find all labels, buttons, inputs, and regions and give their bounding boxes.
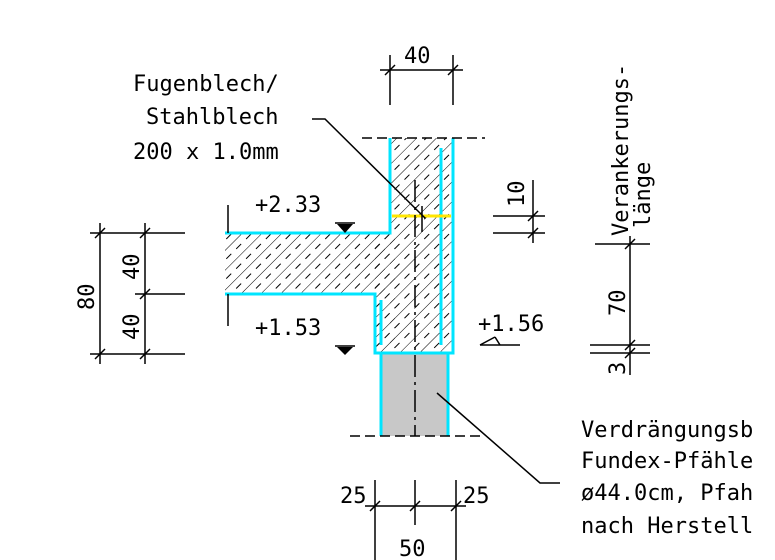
dim-bottom-50-label: 50: [399, 537, 426, 560]
anchorage-label-2: länge: [631, 162, 656, 228]
pile-label-1: Verdrängungsb: [581, 418, 753, 443]
dim-left-25-label: 25: [340, 484, 367, 509]
dim-bottom: [365, 480, 466, 560]
joint-label-1: Fugenblech/: [133, 72, 279, 97]
dim-joint: [493, 180, 545, 243]
dim-left: [90, 223, 185, 364]
anchorage-label-1: Verankerungs-: [609, 64, 634, 236]
joint-label-2: Stahlblech: [146, 105, 278, 130]
elev-pile-label: +1.56: [478, 312, 544, 337]
pile-leader-line: [436, 392, 560, 484]
pile-label-3: ø44.0cm, Pfah: [581, 481, 753, 506]
dim-upper-label: 40: [120, 254, 145, 281]
elev-top-label: +2.33: [255, 193, 321, 218]
dim-anchor-70-label: 70: [606, 290, 631, 317]
elevation-markers: [335, 222, 520, 347]
joint-label-3: 200 x 1.0mm: [133, 140, 279, 165]
elev-top-triangle: [337, 224, 353, 233]
elev-bottom-triangle: [337, 347, 353, 355]
dim-top-width-label: 40: [404, 44, 431, 69]
joint-leader-line: [312, 118, 426, 219]
section-outline: [225, 138, 455, 436]
dim-lower-label: 40: [120, 314, 145, 341]
pile-label-4: nach Herstell: [581, 514, 753, 539]
pile-label-2: Fundex-Pfähle: [581, 449, 753, 474]
dim-anchorage: [590, 236, 650, 375]
concrete-slab: [225, 233, 385, 294]
dim-total-height-label: 80: [75, 284, 100, 311]
construction-lines: [227, 137, 485, 437]
dim-right-25-label: 25: [463, 484, 490, 509]
dim-joint-label: 10: [505, 181, 530, 208]
dim-anchor-3-label: 3: [606, 362, 631, 375]
elev-bottom-label: +1.53: [255, 316, 321, 341]
dim-top-width: [380, 55, 463, 105]
